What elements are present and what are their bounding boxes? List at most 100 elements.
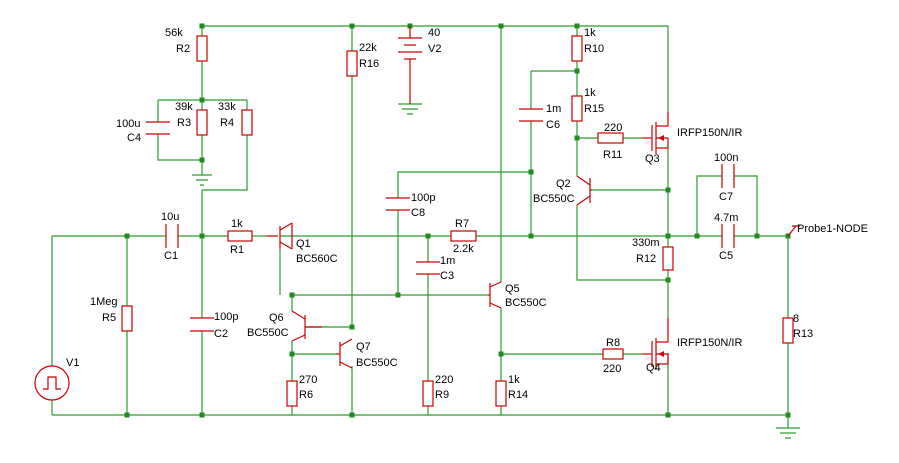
r16-name: R16 <box>359 58 379 70</box>
c1-name: C1 <box>164 250 178 262</box>
junction-dots <box>124 23 791 418</box>
ground-symbol-supply <box>398 103 422 115</box>
q6-value: BC550C <box>247 327 289 339</box>
capacitor-c4: 100u C4 <box>116 118 170 144</box>
r14-name: R14 <box>508 389 528 401</box>
r15-value: 1k <box>584 87 596 99</box>
resistor-r3: 39k R3 <box>175 101 208 136</box>
capacitor-c6: 1m C6 <box>519 103 561 131</box>
transistor-q1: Q1 BC560C <box>266 222 338 265</box>
resistor-r7: R7 2.2k <box>450 218 477 255</box>
resistor-r2: 56k R2 <box>165 27 208 62</box>
q6-name: Q6 <box>269 312 284 324</box>
q1-name: Q1 <box>296 238 311 250</box>
r1-name: R1 <box>230 244 244 256</box>
capacitor-c3: 1m C3 <box>416 255 455 282</box>
mosfet-q3: IRFP150N/IR Q3 <box>642 112 742 165</box>
r8-name: R8 <box>606 337 620 349</box>
resistor-r9: 220 R9 <box>422 374 453 407</box>
c4-name: C4 <box>127 132 141 144</box>
v1-name: V1 <box>66 357 79 369</box>
r13-value: 8 <box>793 313 799 325</box>
q2-value: BC550C <box>533 193 575 205</box>
r10-name: R10 <box>584 43 604 55</box>
r11-name: R11 <box>603 149 622 161</box>
capacitor-c1: 10u C1 <box>161 211 179 262</box>
resistor-r5: 1Meg R5 <box>90 296 133 332</box>
c6-name: C6 <box>546 119 560 131</box>
q3-value: IRFP150N/IR <box>677 127 742 139</box>
c7-value: 100n <box>714 152 738 164</box>
r7-value: 2.2k <box>453 243 474 255</box>
c7-name: C7 <box>719 191 733 203</box>
r4-name: R4 <box>220 117 234 129</box>
capacitor-c7: 100n C7 <box>714 152 738 203</box>
resistor-r14: 1k R14 <box>495 374 528 407</box>
c5-value: 4.7m <box>714 212 738 224</box>
r10-value: 1k <box>584 27 596 39</box>
q4-name: Q4 <box>646 362 661 374</box>
r13-name: R13 <box>793 328 813 340</box>
wires <box>51 25 789 428</box>
c8-name: C8 <box>411 207 425 219</box>
resistor-r6: 270 R6 <box>286 374 317 407</box>
transistor-q6: Q6 BC550C <box>247 310 322 342</box>
r2-value: 56k <box>165 27 183 39</box>
q7-name: Q7 <box>356 341 371 353</box>
resistor-r16: 22k R16 <box>346 42 379 77</box>
r4-value: 33k <box>218 101 236 113</box>
capacitor-c2: 100p C2 <box>190 311 238 340</box>
v2-name: V2 <box>428 43 441 55</box>
r7-name: R7 <box>455 218 469 230</box>
mosfet-q4: IRFP150N/IR Q4 <box>642 318 742 374</box>
ground-symbol-output <box>776 427 800 439</box>
r16-value: 22k <box>359 42 377 54</box>
capacitor-c5: 4.7m C5 <box>714 212 738 262</box>
r6-name: R6 <box>299 389 313 401</box>
resistor-r12: 330m R12 <box>632 237 674 271</box>
c4-value: 100u <box>116 118 140 130</box>
r12-name: R12 <box>636 253 656 265</box>
resistor-r13: 8 R13 <box>782 313 813 344</box>
transistor-q7: Q7 BC550C <box>336 338 398 369</box>
r3-name: R3 <box>177 117 191 129</box>
resistor-r11: 220 R11 <box>597 122 624 161</box>
c3-value: 1m <box>440 255 455 267</box>
probe-node: Probe1-NODE <box>787 223 868 237</box>
resistor-r1: 1k R1 <box>227 218 253 256</box>
r9-value: 220 <box>435 374 453 386</box>
c6-value: 1m <box>546 103 561 115</box>
q2-name: Q2 <box>556 178 571 190</box>
voltage-source-v1: V1 <box>34 357 79 401</box>
q1-value: BC560C <box>296 253 338 265</box>
resistor-r10: 1k R10 <box>571 27 604 62</box>
c3-name: C3 <box>440 270 454 282</box>
r14-value: 1k <box>508 374 520 386</box>
capacitor-c8: 100p C8 <box>386 192 435 219</box>
battery-v2: 40 V2 <box>398 26 441 104</box>
resistor-r15: 1k R15 <box>571 87 604 122</box>
resistor-r8: R8 220 <box>602 337 624 375</box>
r9-name: R9 <box>435 389 449 401</box>
r5-name: R5 <box>102 312 116 324</box>
q4-value: IRFP150N/IR <box>677 337 742 349</box>
probe-label: Probe1-NODE <box>797 223 868 235</box>
r5-value: 1Meg <box>90 296 118 308</box>
c5-name: C5 <box>719 250 733 262</box>
q3-name: Q3 <box>645 153 660 165</box>
transistor-q2: Q2 BC550C <box>533 175 592 206</box>
r6-value: 270 <box>299 374 317 386</box>
q5-value: BC550C <box>505 297 547 309</box>
c1-value: 10u <box>161 211 179 223</box>
r2-name: R2 <box>176 43 190 55</box>
transistor-q5: Q5 BC550C <box>488 281 547 309</box>
r12-value: 330m <box>632 237 660 249</box>
c8-value: 100p <box>411 192 435 204</box>
c2-name: C2 <box>214 328 228 340</box>
q7-value: BC550C <box>356 357 398 369</box>
v2-value: 40 <box>428 27 440 39</box>
r3-value: 39k <box>175 101 193 113</box>
c2-value: 100p <box>214 311 238 323</box>
